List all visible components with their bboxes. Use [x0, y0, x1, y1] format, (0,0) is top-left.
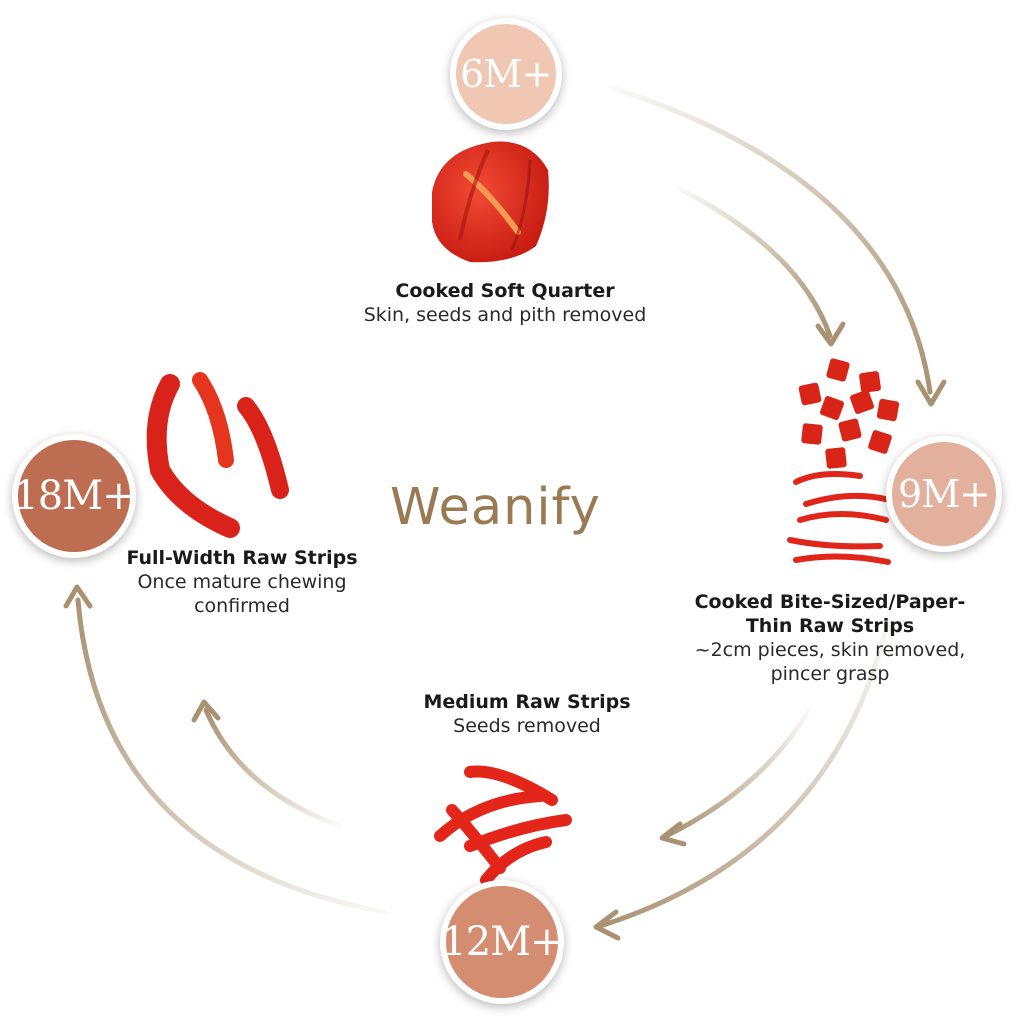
inner-arrow-12m-18m [203, 707, 343, 829]
badge-9m-label: 9M+ [898, 472, 991, 516]
caption-18m: Full-Width Raw Strips Once mature chewin… [102, 546, 382, 618]
inner-arrowhead-9m [815, 321, 846, 347]
caption-9m: Cooked Bite-Sized/Paper- Thin Raw Strips… [660, 590, 1000, 686]
inner-arrow-9m-12m [663, 709, 811, 839]
badge-18m-label: 18M+ [13, 473, 135, 519]
pepper-medium-strips-image [434, 765, 572, 886]
caption-18m-title: Full-Width Raw Strips [126, 547, 358, 569]
caption-12m: Medium Raw Strips Seeds removed [370, 690, 684, 738]
arrowhead-18m [63, 584, 93, 609]
arrow-12m-to-18m [75, 597, 388, 915]
caption-9m-desc-line2: pincer grasp [770, 663, 890, 685]
pepper-diced-pieces-image [798, 358, 900, 469]
caption-6m-desc: Skin, seeds and pith removed [363, 304, 647, 326]
pepper-wide-strips-image [146, 372, 289, 538]
caption-12m-title: Medium Raw Strips [423, 691, 631, 713]
arrowhead-9m [915, 379, 947, 407]
caption-6m: Cooked Soft Quarter Skin, seeds and pith… [300, 279, 710, 327]
caption-6m-title: Cooked Soft Quarter [395, 280, 615, 302]
arrowhead-12m [593, 909, 621, 941]
inner-arrowhead-18m [191, 699, 221, 723]
inner-arrowhead-12m [659, 821, 687, 847]
badge-18m: 18M+ [12, 434, 136, 558]
inner-arrow-6m-9m [675, 185, 833, 339]
arrow-6m-to-9m [609, 85, 933, 395]
pepper-quarter-image [432, 141, 549, 263]
badge-6m-label: 6M+ [460, 52, 553, 96]
badge-6m: 6M+ [450, 18, 562, 130]
caption-9m-title-line2: Thin Raw Strips [745, 615, 915, 637]
logo-text: Weanify [390, 478, 601, 537]
badge-9m: 9M+ [886, 436, 1002, 552]
caption-18m-desc-line1: Once mature chewing [137, 571, 347, 593]
badge-12m: 12M+ [440, 880, 564, 1004]
caption-9m-desc-line1: ~2cm pieces, skin removed, [694, 639, 966, 661]
caption-9m-title-line1: Cooked Bite-Sized/Paper- [694, 591, 966, 613]
caption-12m-desc: Seeds removed [453, 715, 601, 737]
badge-12m-label: 12M+ [441, 919, 563, 965]
weanify-logo: Weanify [390, 478, 635, 548]
pepper-thin-strips-image [787, 471, 893, 565]
arrow-9m-to-12m [597, 607, 893, 929]
caption-18m-desc-line2: confirmed [194, 595, 290, 617]
